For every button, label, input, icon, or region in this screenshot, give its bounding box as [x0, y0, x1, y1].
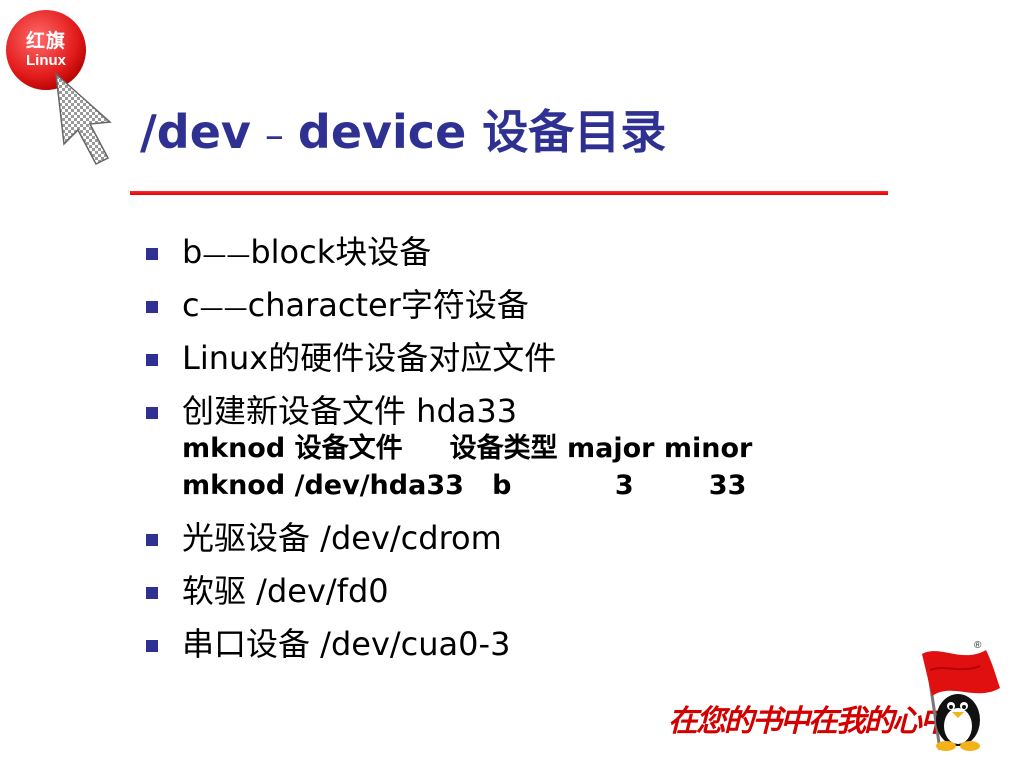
bullet-dash: ——: [199, 294, 248, 322]
title-part1: /dev: [140, 105, 251, 159]
bullet-marker: [146, 301, 158, 313]
bullet-marker: [146, 354, 158, 366]
title-dash: –: [264, 113, 284, 157]
bullet-dash: ——: [202, 241, 251, 269]
bullet-prefix: b: [182, 233, 203, 271]
bullet-item-floppy: 软驱 /dev/fd0: [182, 572, 389, 610]
title-part2: device 设备目录: [297, 105, 667, 159]
bullet-item-serial: 串口设备 /dev/cua0-3: [182, 625, 511, 663]
bullet-marker: [146, 587, 158, 599]
bullet-prefix: c: [182, 286, 200, 324]
registered-mark: ®: [974, 640, 982, 651]
bullet-item-hardware-files: Linux的硬件设备对应文件: [182, 339, 557, 377]
bullet-marker: [146, 640, 158, 652]
bullet-suffix: block块设备: [250, 233, 432, 271]
title-underline: [130, 191, 888, 195]
bullet-marker: [146, 534, 158, 546]
flag-penguin-icon: [922, 650, 1000, 751]
slide-title: /dev–device 设备目录: [140, 100, 666, 167]
code-line: mknod /dev/hda33 b 3 33: [182, 470, 747, 501]
code-line: mknod 设备文件 设备类型 major minor: [182, 433, 753, 464]
footer-slogan: 在您的书中在我的心中: [668, 704, 950, 739]
bullet-item-block: b——block块设备: [182, 232, 431, 275]
bullet-marker: [146, 407, 158, 419]
bullet-item-cdrom: 光驱设备 /dev/cdrom: [182, 519, 502, 557]
bullet-suffix: character字符设备: [247, 286, 529, 324]
red-flag-linux-logo: [6, 10, 86, 90]
bullet-item-mknod: 创建新设备文件 hda33: [182, 392, 518, 430]
bullet-item-character: c——character字符设备: [182, 285, 529, 328]
bullet-marker: [146, 248, 158, 260]
cursor-arrow-icon: [55, 72, 112, 165]
